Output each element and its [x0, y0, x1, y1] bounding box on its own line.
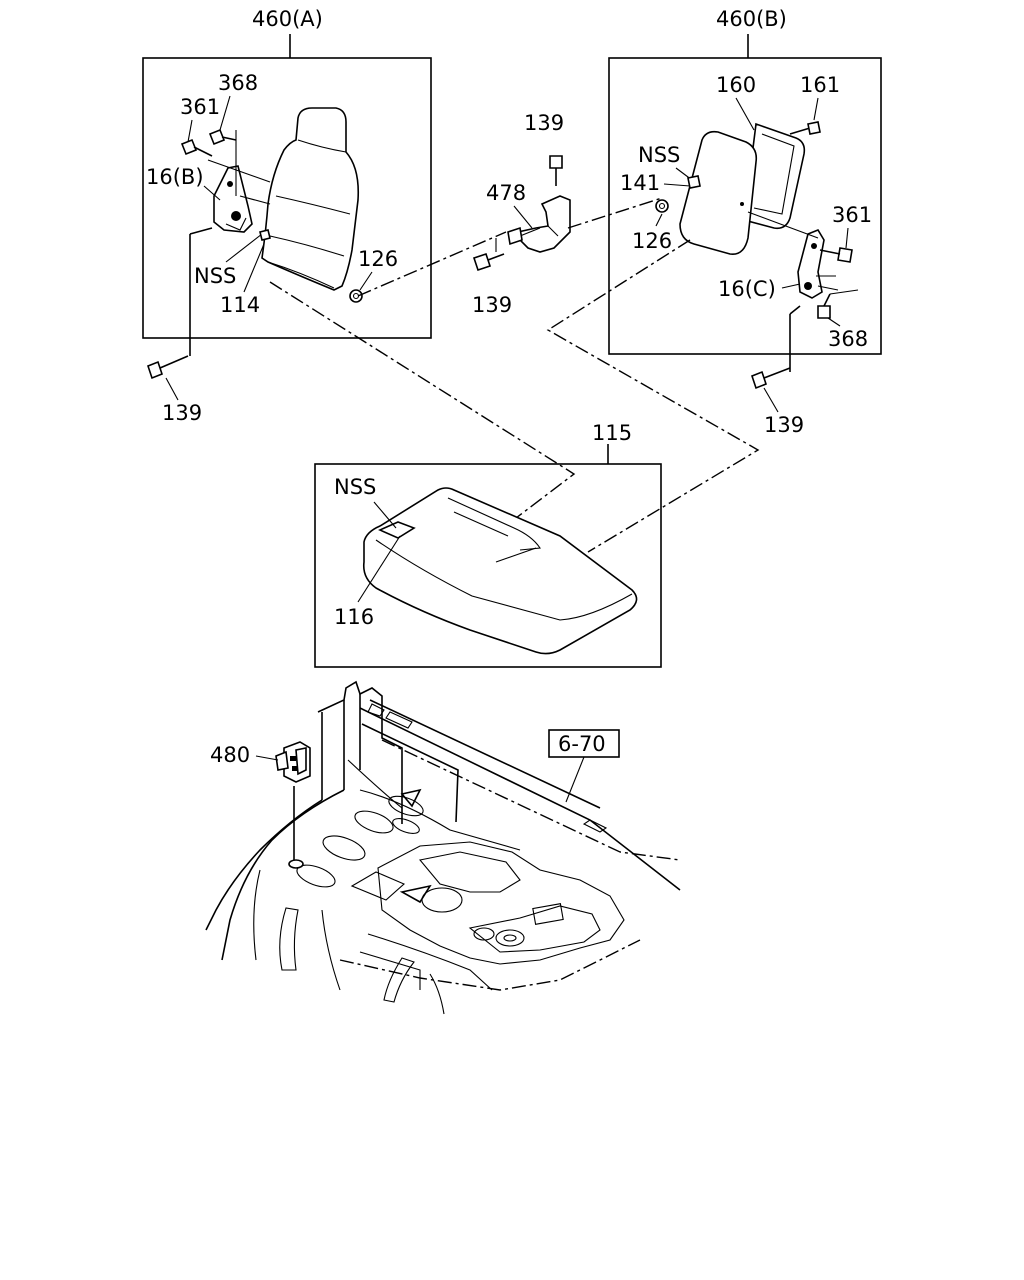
- seat-cushion-shape: [362, 487, 638, 655]
- label-361-right: 361: [832, 203, 872, 227]
- floor-panel-group: 480 6-70: [205, 680, 681, 1015]
- label-16b: 16(B): [146, 165, 204, 189]
- seatback-a-shape: [261, 107, 360, 291]
- seatback-b-group: 460(B) 160 161 NSS 141 126: [608, 7, 882, 437]
- seatback-bottom: [267, 261, 335, 289]
- label-161: 161: [800, 73, 840, 97]
- panel-160: [743, 122, 806, 230]
- seatback-b-shape: [679, 130, 758, 255]
- label-nss-left: NSS: [194, 264, 236, 288]
- label-nss-right: NSS: [638, 143, 680, 167]
- label-368-left: 368: [218, 71, 258, 95]
- bolt-139-lower-left: [147, 355, 189, 380]
- label-478: 478: [486, 181, 526, 205]
- seatback-a-label: 460(A): [252, 7, 323, 31]
- label-126-left: 126: [358, 247, 398, 271]
- bolt-361-left: [180, 138, 213, 157]
- label-139-lower-left: 139: [162, 401, 202, 425]
- label-116: 116: [334, 605, 374, 629]
- nut-126-right: [655, 199, 669, 213]
- cushion-tag-nss: [378, 521, 416, 539]
- headrest-seam: [297, 139, 347, 153]
- label-ref-670: 6-70: [558, 732, 606, 756]
- seatback-seam-1: [275, 195, 351, 215]
- bolt-368-right: [817, 293, 831, 319]
- label-139-top: 139: [524, 111, 564, 135]
- hinge-16b: [213, 165, 253, 233]
- bolt-361-right: [819, 247, 853, 263]
- seatback-a-frame: [142, 57, 432, 339]
- label-141: 141: [620, 171, 660, 195]
- seatback-b-label: 460(B): [716, 7, 787, 31]
- hinge-16c: [797, 229, 825, 299]
- label-114: 114: [220, 293, 260, 317]
- label-368-right: 368: [828, 327, 868, 351]
- label-139-right: 139: [764, 413, 804, 437]
- connection-lines: [269, 197, 760, 553]
- bolt-139-mid: [472, 252, 505, 272]
- label-361-left: 361: [180, 95, 220, 119]
- label-nss-cushion: NSS: [334, 475, 376, 499]
- seatback-b-frame: [608, 57, 882, 355]
- label-115: 115: [592, 421, 632, 445]
- cushion-group: 115 NSS 116: [314, 421, 662, 668]
- seatback-seam-2: [269, 235, 345, 257]
- seatback-a-group: 460(A) 368 361 16(B) NSS 11: [142, 7, 432, 425]
- bolt-368-left: [208, 128, 237, 146]
- label-160: 160: [716, 73, 756, 97]
- clip-480: [275, 741, 311, 783]
- screw-161: [789, 121, 821, 135]
- label-126-right: 126: [632, 229, 672, 253]
- label-480: 480: [210, 743, 250, 767]
- label-139-mid: 139: [472, 293, 512, 317]
- clip-480-mount: [288, 859, 304, 869]
- cushion-frame: [314, 463, 662, 668]
- bolt-139-right: [751, 367, 791, 390]
- bracket-478-group: 139 478 139: [472, 111, 571, 317]
- label-16c: 16(C): [718, 277, 776, 301]
- bolt-139-top: [549, 155, 563, 186]
- nut-126-left: [349, 289, 363, 303]
